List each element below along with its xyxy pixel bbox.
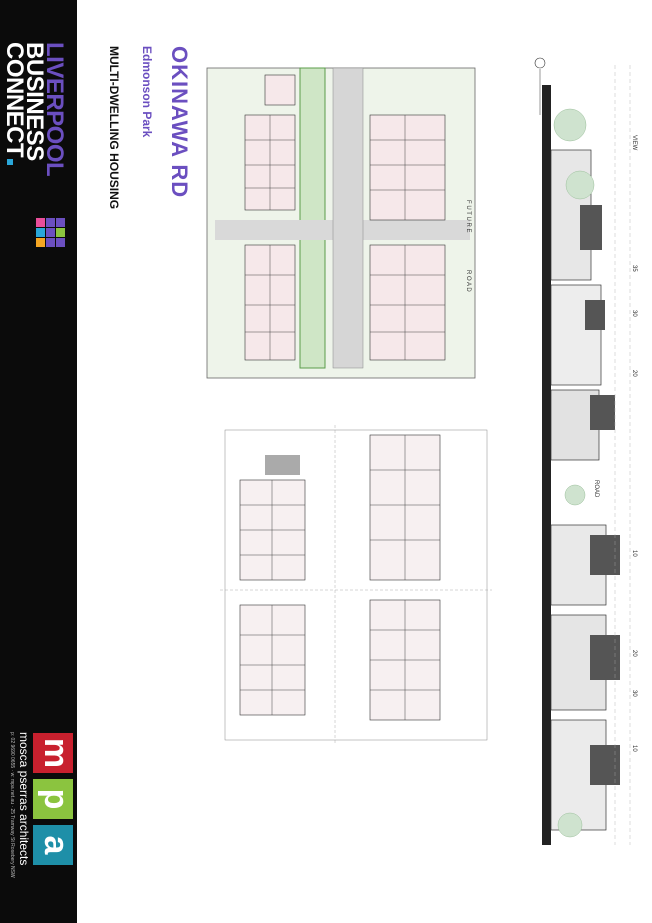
practice-contact: p: 02 9690 0655 · w: mpa.net.au · 25 Tra…: [9, 732, 15, 878]
elevation-mark-4: ROAD: [593, 480, 599, 498]
elevation-mark-1: 35: [631, 265, 637, 272]
project-type: MULTI-DWELLING HOUSING: [107, 46, 121, 210]
site-plan-road-label-1: F U T U R E: [465, 200, 471, 232]
elevation-mark-3: 20: [631, 370, 637, 377]
elevation-mark-7: 30: [631, 690, 637, 697]
brand-line-3: CONNECT: [1, 42, 28, 176]
project-location: Edmonson Park: [140, 46, 154, 138]
site-plan-road-label-2: R O A D: [465, 270, 471, 292]
practice-name: mosca pserras architects: [17, 732, 31, 866]
compass-icon: [534, 57, 546, 69]
elevation-mark-2: 30: [631, 310, 637, 317]
floor-plans: [220, 425, 492, 745]
elevation-mark-8: 10: [631, 745, 637, 752]
brand-dot-icon: [7, 159, 13, 166]
mpa-m-box: m: [33, 733, 75, 773]
mpa-a-box: a: [33, 825, 75, 865]
elevation-mark-6: 20: [631, 650, 637, 657]
project-title: OKINAWA RD: [167, 46, 192, 199]
street-elevation: VIEW 35 30 20 ROAD 10 20 30 10: [534, 57, 637, 845]
liverpool-business-connect-logo: LIVERPOOL BUSINESS CONNECT: [1, 42, 68, 176]
elevation-mark-5: 10: [631, 550, 637, 557]
site-plan: F U T U R E R O A D: [206, 67, 476, 379]
elevation-mark-0: VIEW: [631, 135, 637, 151]
liverpool-grid-icon: [36, 218, 66, 248]
mpa-p-box: p: [33, 779, 75, 819]
